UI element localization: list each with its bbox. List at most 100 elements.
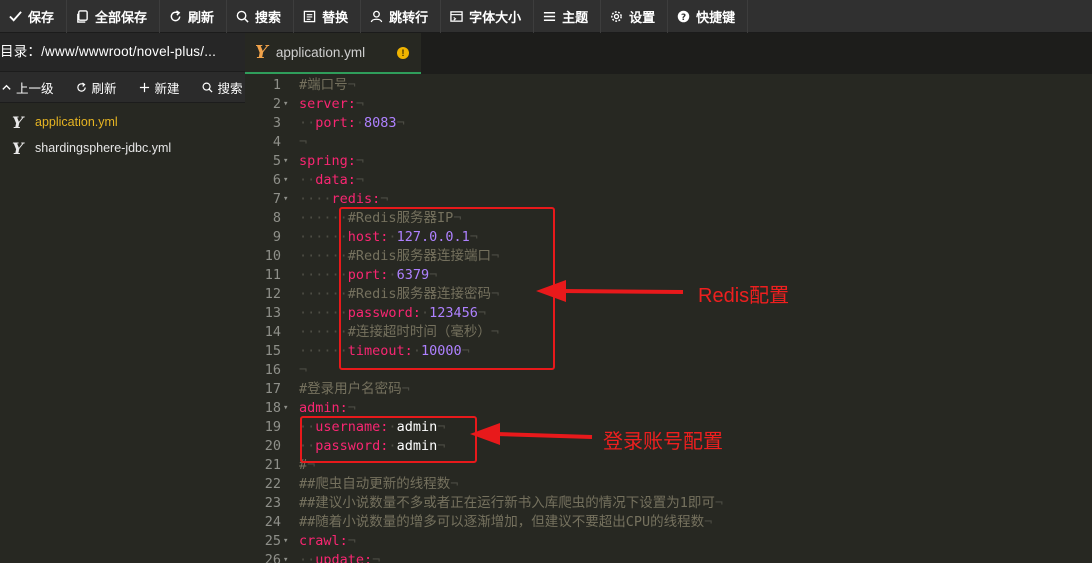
fold-toggle-icon[interactable]: ▾ bbox=[283, 175, 289, 185]
line-number: 15 bbox=[264, 343, 281, 359]
token-ws: ¬ bbox=[461, 343, 470, 359]
code-line[interactable]: 5▾spring:¬ bbox=[245, 152, 1092, 171]
code-line[interactable]: 7▾····redis:¬ bbox=[245, 190, 1092, 209]
new-file-label: 新建 bbox=[154, 81, 180, 96]
code-line[interactable]: 4¬ bbox=[245, 133, 1092, 152]
token-ws: ·· bbox=[299, 419, 316, 435]
redis-config-highlight bbox=[339, 207, 555, 370]
fold-toggle-icon[interactable]: ▾ bbox=[283, 156, 289, 166]
file-item-application-yml[interactable]: Y application.yml bbox=[0, 109, 245, 135]
token-key: username: bbox=[315, 419, 389, 435]
token-ws: ¬ bbox=[355, 153, 365, 169]
token-ws: ·· bbox=[299, 115, 316, 131]
font-size-button[interactable]: 字体大小 bbox=[441, 0, 535, 33]
code-line[interactable]: 17#登录用户名密码¬ bbox=[245, 380, 1092, 399]
code-line[interactable]: 10······#Redis服务器连接端口¬ bbox=[245, 247, 1092, 266]
line-content: ¬ bbox=[299, 133, 307, 152]
code-line[interactable]: 25▾crawl:¬ bbox=[245, 532, 1092, 551]
code-line[interactable]: 20··password:·admin¬ bbox=[245, 437, 1092, 456]
code-editor[interactable]: 1#端口号¬2▾server:¬3··port:·8083¬4¬5▾spring… bbox=[245, 74, 1092, 563]
save-button[interactable]: 保存 bbox=[0, 0, 68, 33]
code-line[interactable]: 11······port:·6379¬ bbox=[245, 266, 1092, 285]
token-com: #Redis服务器连接密码 bbox=[347, 286, 492, 302]
line-number: 13 bbox=[264, 305, 281, 321]
code-line[interactable]: 19 ··username:·admin¬ bbox=[245, 418, 1092, 437]
code-line[interactable]: 3··port:·8083¬ bbox=[245, 114, 1092, 133]
code-line[interactable]: 18▾admin:¬ bbox=[245, 399, 1092, 418]
token-ws: ¬ bbox=[429, 267, 438, 283]
token-ws: ¬ bbox=[347, 400, 356, 416]
modified-badge[interactable]: ! bbox=[397, 46, 409, 59]
up-level-button[interactable]: 上一级 bbox=[0, 78, 54, 97]
line-number: 17 bbox=[264, 381, 281, 397]
save-all-button[interactable]: 全部保存 bbox=[67, 0, 161, 33]
token-ws: ······ bbox=[299, 286, 348, 302]
search-button[interactable]: 搜索 bbox=[227, 0, 295, 33]
token-com: ##随着小说数量的增多可以逐渐增加，但建议不要超出CPU的线程数 bbox=[299, 514, 705, 530]
refresh-icon bbox=[168, 9, 182, 23]
code-line[interactable]: 9······host:·127.0.0.1¬ bbox=[245, 228, 1092, 247]
sidebar-search-button[interactable]: 搜索 bbox=[202, 78, 243, 97]
fold-toggle-icon[interactable]: ▾ bbox=[283, 99, 289, 109]
code-line[interactable]: 15······timeout:·10000¬ bbox=[245, 342, 1092, 361]
plus-icon bbox=[139, 81, 151, 93]
token-ws: ¬ bbox=[355, 172, 365, 188]
line-number: 8 bbox=[272, 210, 281, 226]
tab-application-yml[interactable]: Y application.yml ! bbox=[245, 33, 421, 74]
new-file-button[interactable]: 新建 bbox=[139, 78, 180, 97]
line-number: 19 bbox=[264, 419, 281, 435]
code-line[interactable]: 22##爬虫自动更新的线程数¬ bbox=[245, 475, 1092, 494]
token-key: port: bbox=[315, 115, 356, 131]
code-line[interactable]: 16¬ bbox=[245, 361, 1092, 380]
code-line[interactable]: 21#¬ bbox=[245, 456, 1092, 475]
line-content: crawl:¬ bbox=[299, 532, 356, 551]
token-ws: · bbox=[388, 419, 397, 435]
settings-button[interactable]: 设置 bbox=[601, 0, 669, 33]
token-ws: ¬ bbox=[299, 134, 308, 150]
token-ws: ¬ bbox=[437, 419, 446, 435]
refresh-button[interactable]: 刷新 bbox=[160, 0, 228, 33]
fold-toggle-icon[interactable]: ▾ bbox=[283, 555, 289, 563]
font-size-icon bbox=[449, 9, 463, 23]
goto-line-button[interactable]: 跳转行 bbox=[361, 0, 442, 33]
token-ws: ······ bbox=[299, 324, 348, 340]
replace-button[interactable]: 替换 bbox=[294, 0, 362, 33]
file-list: Y application.yml Y shardingsphere-jdbc.… bbox=[0, 109, 245, 161]
line-number: 4 bbox=[272, 134, 281, 150]
theme-button[interactable]: 主题 bbox=[534, 0, 602, 33]
code-line[interactable]: 12······#Redis服务器连接密码¬ bbox=[245, 285, 1092, 304]
shortcuts-button[interactable]: ? 快捷键 bbox=[668, 0, 749, 33]
code-line[interactable]: 24##随着小说数量的增多可以逐渐增加，但建议不要超出CPU的线程数¬ bbox=[245, 513, 1092, 532]
code-line[interactable]: 1#端口号¬ bbox=[245, 76, 1092, 95]
jump-icon bbox=[369, 9, 383, 23]
token-key: crawl: bbox=[299, 533, 348, 549]
sidebar-refresh-button[interactable]: 刷新 bbox=[76, 78, 117, 97]
line-content: spring:¬ bbox=[299, 152, 364, 171]
settings-button-label: 设置 bbox=[629, 9, 656, 25]
code-line[interactable]: 14······#连接超时时间（毫秒）¬ bbox=[245, 323, 1092, 342]
editor-tabbar: Y application.yml ! bbox=[245, 33, 1092, 74]
code-line[interactable]: 23##建议小说数量不多或者正在运行新书入库爬虫的情况下设置为1即可¬ bbox=[245, 494, 1092, 513]
line-number: 14 bbox=[264, 324, 281, 340]
token-key: password: bbox=[315, 438, 389, 454]
code-line[interactable]: 2▾server:¬ bbox=[245, 95, 1092, 114]
sidebar-search-label: 搜索 bbox=[217, 81, 243, 96]
token-com: #Redis服务器IP bbox=[347, 210, 454, 226]
file-name: application.yml bbox=[35, 115, 118, 129]
gear-icon bbox=[609, 9, 623, 23]
fold-toggle-icon[interactable]: ▾ bbox=[283, 403, 289, 413]
line-number: 26 bbox=[264, 552, 281, 563]
file-item-shardingsphere-jdbc-yml[interactable]: Y shardingsphere-jdbc.yml bbox=[0, 135, 245, 161]
code-line[interactable]: 6▾··data:¬ bbox=[245, 171, 1092, 190]
fold-toggle-icon[interactable]: ▾ bbox=[283, 194, 289, 204]
refresh-icon bbox=[76, 81, 88, 93]
line-content: ··port:·8083¬ bbox=[299, 114, 405, 133]
code-line[interactable]: 13······password:·123456¬ bbox=[245, 304, 1092, 323]
line-content: ······#Redis服务器连接密码¬ bbox=[299, 285, 499, 304]
code-line[interactable]: 8······#Redis服务器IP¬ bbox=[245, 209, 1092, 228]
token-ws: ¬ bbox=[307, 457, 316, 473]
code-line[interactable]: 26▾··update:¬ bbox=[245, 551, 1092, 563]
fold-toggle-icon[interactable]: ▾ bbox=[283, 536, 289, 546]
toolbar: 保存 全部保存 刷新 搜索 替换 跳转行 字体大小 主题 设置 ? 快捷键 bbox=[0, 0, 1092, 33]
token-str: admin bbox=[396, 419, 438, 435]
